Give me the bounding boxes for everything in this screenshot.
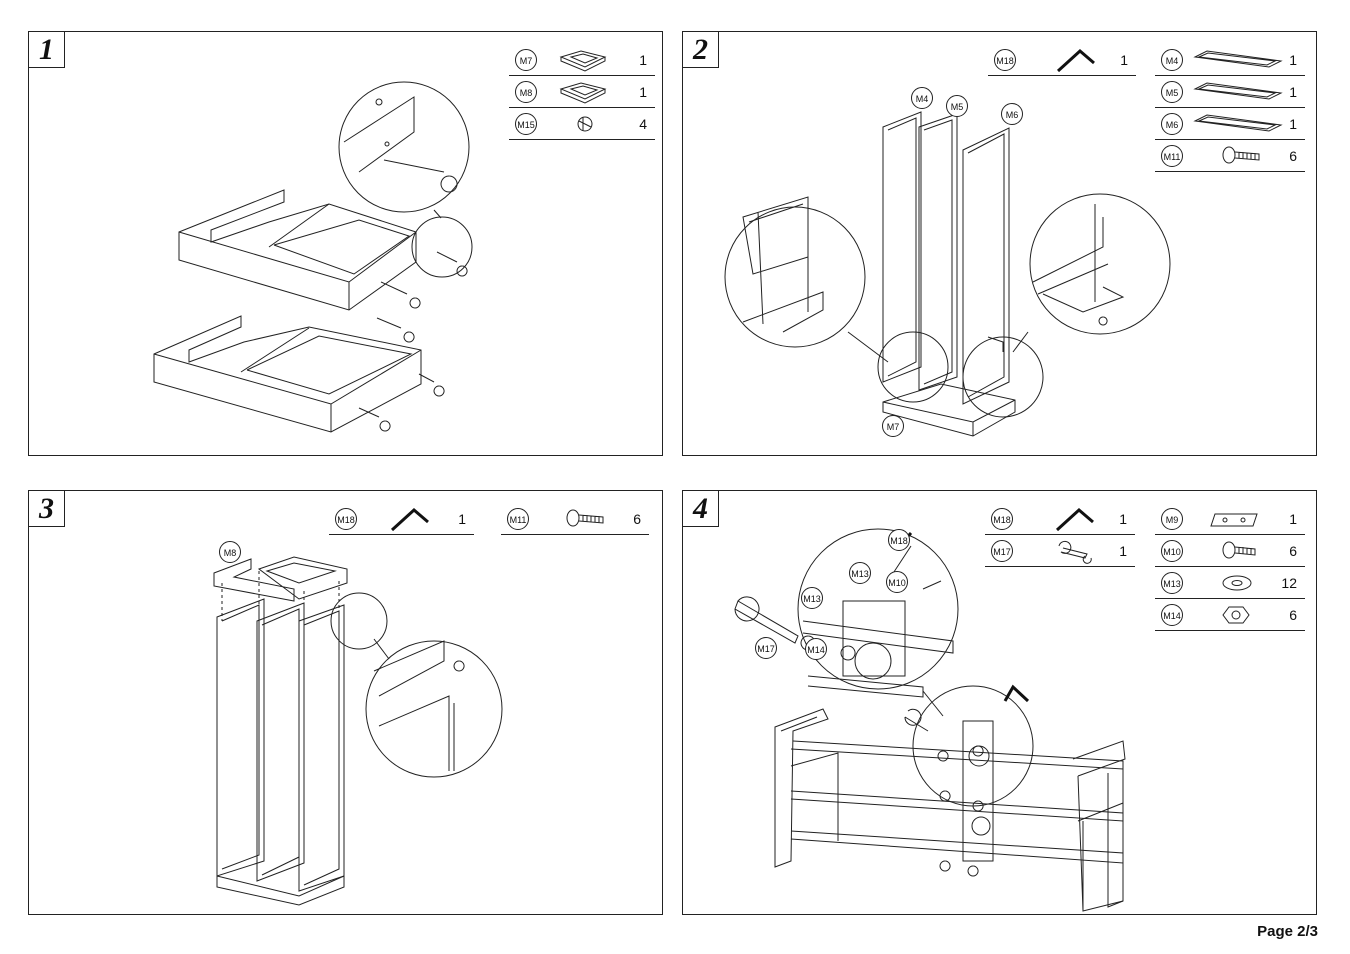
step-2-panel: 2 M4 M5 M6 M7 M18 1 M4 1 (682, 31, 1317, 456)
part-callout: M13 (849, 562, 871, 584)
part-callout: M7 (882, 415, 904, 437)
part-qty: 1 (1289, 52, 1297, 68)
part-qty: 1 (1289, 84, 1297, 100)
panel-frame-icon (1193, 50, 1283, 68)
step-1-panel: 1 M7 1 M8 1 M15 (28, 31, 663, 456)
step-number: 3 (29, 491, 65, 527)
part-callout: M6 (1001, 103, 1023, 125)
step-1-illustration (153, 81, 473, 433)
part-row: M9 1 (1155, 503, 1305, 535)
tool-code: M17 (991, 540, 1013, 562)
part-callout: M17 (755, 637, 777, 659)
allen-key-icon (390, 507, 429, 532)
tool-qty: 1 (458, 511, 466, 527)
tool-row: M18 1 (985, 503, 1135, 535)
part-row: M6 1 (1155, 108, 1305, 140)
parts-list: M7 1 M8 1 M15 4 (509, 44, 655, 140)
part-qty: 1 (639, 84, 647, 100)
part-row: M5 1 (1155, 76, 1305, 108)
part-row: M10 6 (1155, 535, 1305, 567)
wrench-icon (1058, 540, 1092, 564)
part-code: M6 (1161, 113, 1183, 135)
part-code: M11 (507, 508, 529, 530)
part-qty: 4 (639, 116, 647, 132)
part-row: M15 4 (509, 108, 655, 140)
part-callout: M14 (805, 638, 827, 660)
part-code: M10 (1161, 540, 1183, 562)
part-qty: 6 (633, 511, 641, 527)
part-qty: 6 (1289, 543, 1297, 559)
part-code: M8 (515, 81, 537, 103)
end-frame-icon (559, 50, 607, 72)
tool-qty: 1 (1120, 52, 1128, 68)
part-row: M14 6 (1155, 599, 1305, 631)
part-row: M11 6 (1155, 140, 1305, 172)
panel-frame-icon (1193, 82, 1283, 100)
connector-plate-icon (1210, 513, 1258, 527)
page-number: Page 2/3 (1257, 923, 1318, 940)
allen-key-icon (1055, 507, 1094, 532)
bolt-icon (566, 509, 604, 527)
part-qty: 6 (1289, 148, 1297, 164)
step-4-panel: 4 M18 M13 M10 M13 M17 M14 M18 (682, 490, 1317, 915)
part-code: M13 (1161, 572, 1183, 594)
tool-row: M17 1 (985, 535, 1135, 567)
tools-list: M18 1 (329, 503, 474, 535)
part-row: M4 1 (1155, 44, 1305, 76)
tool-code: M18 (991, 508, 1013, 530)
parts-list: M11 6 (501, 503, 649, 535)
panel-frame-icon (1193, 114, 1283, 132)
part-callout: M10 (886, 571, 908, 593)
step-number: 4 (683, 491, 719, 527)
part-qty: 1 (1289, 511, 1297, 527)
part-row: M7 1 (509, 44, 655, 76)
part-row: M13 12 (1155, 567, 1305, 599)
tool-code: M18 (335, 508, 357, 530)
washer-icon (1222, 575, 1252, 591)
step-3-illustration (213, 556, 503, 906)
part-code: M14 (1161, 604, 1183, 626)
part-code: M7 (515, 49, 537, 71)
bolt-icon (1222, 541, 1256, 559)
part-callout: M13 (801, 587, 823, 609)
part-callout: M18 (888, 529, 910, 551)
parts-list: M4 1 M5 1 M6 1 M11 6 (1155, 44, 1305, 172)
part-code: M15 (515, 113, 537, 135)
step-number: 1 (29, 32, 65, 68)
tool-code: M18 (994, 49, 1016, 71)
part-qty: 1 (639, 52, 647, 68)
step-number: 2 (683, 32, 719, 68)
allen-key-icon (1056, 48, 1095, 73)
end-frame-icon (559, 82, 607, 104)
part-row: M11 6 (501, 503, 649, 535)
part-callout: M4 (911, 87, 933, 109)
tool-qty: 1 (1119, 543, 1127, 559)
step-2-illustration (724, 111, 1171, 437)
part-code: M5 (1161, 81, 1183, 103)
part-code: M4 (1161, 49, 1183, 71)
step-4-illustration (734, 528, 1126, 912)
part-qty: 12 (1281, 575, 1297, 591)
part-code: M11 (1161, 145, 1183, 167)
part-callout: M8 (219, 541, 241, 563)
part-callout: M5 (946, 95, 968, 117)
bolt-icon (1222, 146, 1260, 164)
parts-list: M9 1 M10 6 M13 12 M14 6 (1155, 503, 1305, 631)
tools-list: M18 1 (988, 44, 1136, 76)
part-qty: 1 (1289, 116, 1297, 132)
part-qty: 6 (1289, 607, 1297, 623)
tools-list: M18 1 M17 1 (985, 503, 1135, 567)
step-3-panel: 3 M8 M18 1 M11 6 (28, 490, 663, 915)
tool-qty: 1 (1119, 511, 1127, 527)
tool-row: M18 1 (988, 44, 1136, 76)
part-code: M9 (1161, 508, 1183, 530)
cam-lock-icon (577, 116, 593, 132)
part-row: M8 1 (509, 76, 655, 108)
nut-icon (1222, 606, 1250, 624)
tool-row: M18 1 (329, 503, 474, 535)
